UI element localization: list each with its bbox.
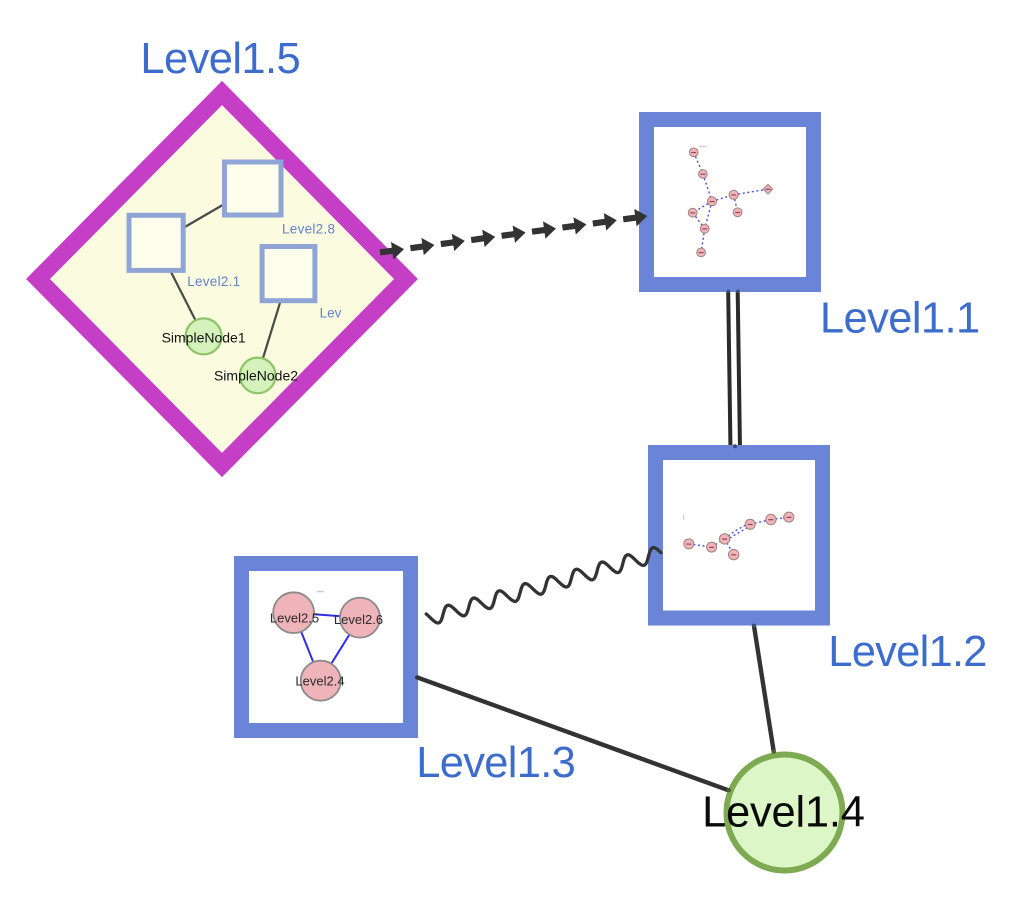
svg-text:Level2.1: Level2.1	[187, 274, 240, 289]
svg-text:Level1.3: Level1.3	[416, 739, 576, 787]
svg-text:Level2.8: Level2.8	[282, 222, 335, 237]
svg-text:Level2.4: Level2.4	[295, 674, 344, 689]
svg-text:SimpleNode2: SimpleNode2	[214, 368, 298, 384]
svg-text:Level2.5: Level2.5	[270, 611, 319, 626]
svg-text:Level1.4: Level1.4	[702, 788, 865, 836]
svg-text:SimpleNode1: SimpleNode1	[162, 330, 246, 346]
svg-text:Level1.1: Level1.1	[820, 295, 980, 343]
svg-text:Lev: Lev	[320, 306, 342, 321]
svg-text:Level1.2: Level1.2	[828, 628, 987, 676]
svg-text:Level1.5: Level1.5	[140, 35, 300, 83]
svg-text:Level2.6: Level2.6	[334, 612, 383, 627]
